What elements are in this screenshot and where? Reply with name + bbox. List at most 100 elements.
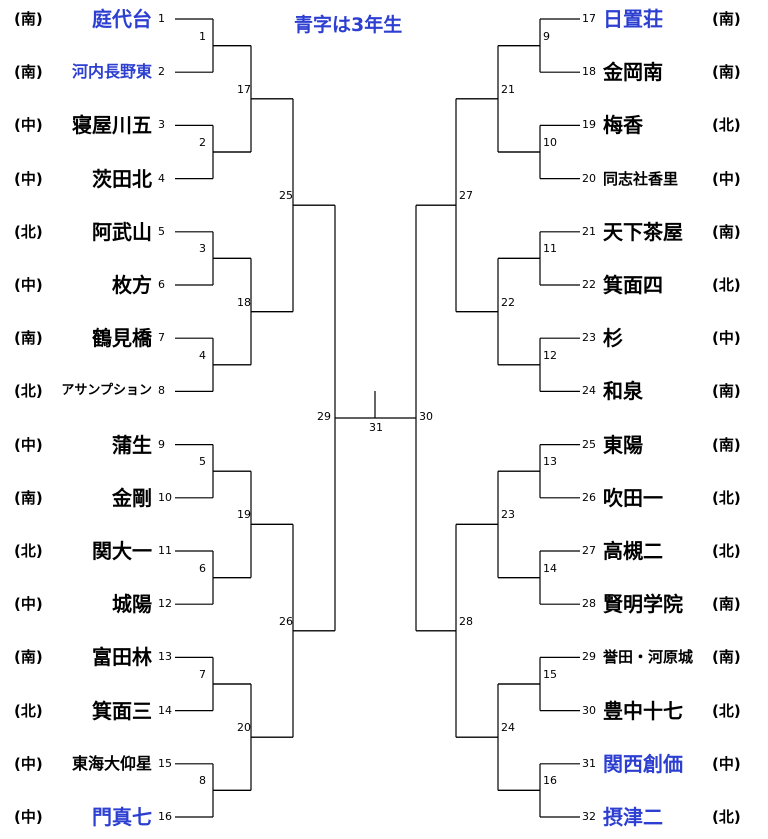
team-region: (南) [712,435,741,454]
team-name: 金剛 [112,485,152,510]
team-name: 賢明学院 [603,592,683,617]
seed-number: 23 [582,331,596,345]
team-region: (南) [712,595,741,614]
team-region: (南) [14,329,43,348]
team-region: (中) [14,754,43,773]
seed-number: 19 [582,118,596,132]
match-number: 26 [279,614,293,628]
match-number: 14 [543,561,557,575]
team-name: 吹田一 [603,485,663,510]
team-name: 豊中十七 [603,698,683,723]
team-name: 天下茶屋 [603,219,683,244]
team-region: (北) [712,542,741,560]
team-name: 日置荘 [603,7,663,31]
match-number: 3 [199,242,206,256]
seed-number: 17 [582,12,596,25]
team-region: (南) [712,10,741,28]
seed-number: 2 [158,65,165,79]
team-name: 庭代台 [92,7,152,31]
team-name: 箕面四 [603,273,663,297]
team-region: (北) [14,382,43,401]
match-number: 17 [237,82,251,96]
seed-number: 20 [582,171,596,185]
team-name: 高槻二 [603,539,663,563]
team-region: (南) [712,648,741,667]
seed-number: 29 [582,650,596,664]
team-region: (中) [712,329,741,348]
team-region: (南) [14,648,43,667]
team-region: (南) [712,222,741,241]
team-region: (中) [14,435,43,454]
team-name: 富田林 [92,645,152,670]
team-name: 杉 [603,326,623,351]
team-region: (南) [712,63,741,82]
team-name: 蒲生 [112,432,152,457]
seed-number: 26 [582,490,596,504]
match-number: 18 [237,295,251,309]
team-region: (北) [712,116,741,135]
match-number: 6 [199,561,206,575]
match-number: 10 [543,136,557,149]
seed-number: 24 [582,384,596,398]
seed-number: 3 [158,118,165,132]
match-number: 4 [199,348,206,362]
seed-number: 15 [158,756,172,770]
seed-number: 7 [158,331,165,345]
team-name: 門真七 [92,805,152,829]
match-number: 12 [543,348,557,362]
team-name: 枚方 [112,273,152,297]
team-region: (南) [14,63,43,82]
seed-number: 18 [582,65,596,79]
team-region: (中) [14,169,43,188]
seed-number: 14 [158,703,172,717]
match-number: 25 [279,189,293,203]
match-number: 1 [199,29,206,43]
seed-number: 30 [582,703,596,717]
match-number: 16 [543,774,557,788]
team-name: アサンプション [61,383,152,399]
seed-number: 10 [158,490,172,504]
match-number: 23 [501,508,515,522]
match-number: 8 [199,774,206,788]
team-name: 摂津二 [603,805,663,829]
team-name: 東海大仰星 [71,753,152,773]
team-region: (北) [712,488,741,507]
team-name: 城陽 [112,592,152,617]
match-number: 15 [543,668,557,681]
seed-number: 21 [582,224,596,238]
team-name: 東陽 [603,432,643,457]
team-name: 鶴見橋 [92,326,152,351]
seed-number: 4 [158,171,165,185]
team-region: (北) [14,542,43,560]
match-number: 11 [543,242,557,256]
team-name: 金岡南 [603,60,663,85]
match-number: 9 [543,29,550,43]
team-region: (北) [712,808,741,826]
team-name: 誉田・河原城 [603,648,694,667]
seed-number: 25 [582,437,596,451]
seed-number: 22 [582,278,596,291]
match-number: 13 [543,455,557,469]
match-number: 7 [199,668,206,681]
match-number: 24 [501,721,515,735]
seed-number: 13 [158,650,172,664]
match-number-semifinal-right: 30 [419,410,433,423]
seed-number: 5 [158,224,165,238]
team-name: 梅香 [603,113,643,138]
team-region: (中) [14,808,43,826]
team-region: (南) [14,10,43,28]
team-name: 関大一 [92,539,152,563]
seed-number: 1 [158,12,165,25]
team-region: (中) [14,276,43,294]
seed-number: 28 [582,597,596,611]
match-number: 2 [199,136,206,149]
team-name: 同志社香里 [603,169,679,188]
team-name: 寝屋川五 [72,113,152,138]
legend-title: 青字は3年生 [294,14,403,36]
team-region: (中) [14,116,43,135]
seed-number: 12 [158,597,172,611]
match-number: 19 [237,508,251,522]
team-region: (中) [712,169,741,188]
match-number: 20 [237,721,251,735]
